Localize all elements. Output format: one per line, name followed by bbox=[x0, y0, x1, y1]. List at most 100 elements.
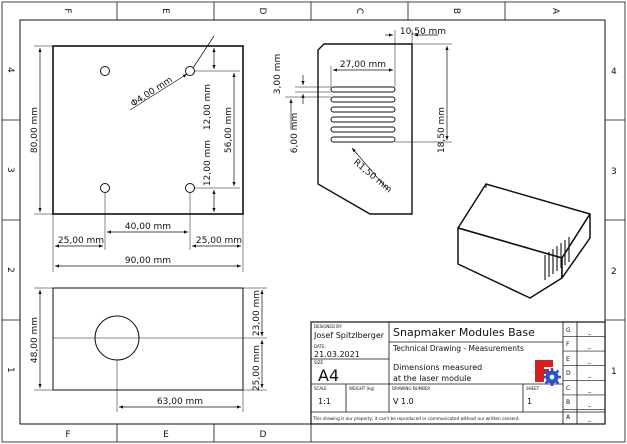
dimension-label: 90,00 mm bbox=[125, 256, 171, 266]
size-label: SIZE bbox=[314, 360, 323, 365]
dimension-label: 6,00 mm bbox=[290, 113, 300, 153]
dimension-label: Φ4,00 mm bbox=[129, 75, 174, 109]
zone-row-label: 2 bbox=[611, 267, 617, 277]
zone-row-label: 1 bbox=[5, 367, 15, 373]
drawing-subtitle: Technical Drawing - Measurements bbox=[392, 344, 524, 353]
company-logo bbox=[535, 360, 561, 386]
zone-col-label: C bbox=[354, 8, 364, 14]
revision-letter: B bbox=[566, 399, 570, 406]
iso-vent-slots bbox=[544, 237, 570, 280]
revision-rows bbox=[563, 336, 605, 410]
sheet-number: 1 bbox=[527, 397, 532, 406]
dimension-label: 25,00 mm bbox=[196, 236, 242, 246]
dimension-label: 40,00 mm bbox=[125, 222, 171, 232]
zone-row-label: 2 bbox=[5, 267, 15, 273]
front-view bbox=[34, 287, 267, 412]
front-view-dimension-labels: 48,00 mm 23,00 mm 25,00 mm 63,00 mm bbox=[30, 290, 262, 407]
top-view-dimension-labels: 90,00 mm 80,00 mm 40,00 mm 25,00 mm 25,0… bbox=[30, 75, 242, 266]
revision-letter: D bbox=[566, 370, 571, 377]
property-notice: This drawing is our property; it can't b… bbox=[312, 416, 520, 421]
zone-col-label: D bbox=[260, 430, 267, 440]
drawing-date: 21.03.2021 bbox=[314, 350, 360, 359]
side-view bbox=[285, 30, 452, 215]
isometric-view bbox=[457, 183, 591, 299]
vent-slot bbox=[330, 126, 396, 133]
dimension-label: 3,00 mm bbox=[273, 54, 283, 94]
zone-labels-top: F E D C B A bbox=[62, 8, 560, 15]
description-line-1: Dimensions measured bbox=[393, 363, 482, 372]
weight-label: WEIGHT (kg) bbox=[349, 386, 375, 391]
revision-value: _ bbox=[587, 371, 592, 378]
revision-table: G _ F _ E _ D _ C _ B _ A _ bbox=[566, 327, 592, 422]
zone-labels-bottom: F E D bbox=[65, 430, 266, 440]
zone-row-label: 3 bbox=[5, 167, 15, 173]
vent-slot bbox=[330, 136, 396, 143]
zone-row-label: 4 bbox=[611, 67, 617, 77]
dimension-label: 48,00 mm bbox=[30, 317, 40, 363]
dimension-label: 25,00 mm bbox=[58, 236, 104, 246]
drawing-number: V 1.0 bbox=[393, 397, 414, 406]
dimension-label: R1,50 mm bbox=[351, 158, 393, 196]
vent-slots bbox=[330, 86, 396, 143]
drawing-title: Snapmaker Modules Base bbox=[393, 326, 535, 339]
sheet-size: A4 bbox=[318, 366, 339, 385]
dimension-label: 80,00 mm bbox=[30, 107, 40, 153]
mounting-hole bbox=[185, 183, 195, 193]
iso-front-face bbox=[457, 227, 563, 299]
drawing-number-label: DRAWING NUMBER bbox=[392, 386, 430, 391]
dimension-label: 63,00 mm bbox=[157, 397, 203, 407]
front-view-outline bbox=[52, 287, 244, 391]
zone-col-label: F bbox=[65, 430, 70, 440]
designed-by-label: DESIGNED BY: bbox=[314, 324, 342, 329]
revision-letter: E bbox=[566, 356, 570, 363]
side-view-dimension-labels: 27,00 mm 10,50 mm 3,00 mm 6,00 mm 18,50 … bbox=[273, 27, 447, 195]
mounting-hole bbox=[100, 183, 110, 193]
top-view bbox=[34, 35, 244, 272]
revision-value: _ bbox=[587, 357, 592, 364]
title-block bbox=[310, 321, 606, 425]
sheet-label: SHEET bbox=[526, 386, 540, 391]
revision-letter: G bbox=[566, 327, 571, 334]
scale-value: 1:1 bbox=[318, 397, 331, 406]
zone-col-label: E bbox=[160, 8, 170, 14]
dimension-label: 10,50 mm bbox=[400, 27, 446, 37]
zone-col-label: F bbox=[62, 8, 72, 13]
zone-col-label: D bbox=[257, 8, 267, 15]
vent-slot bbox=[330, 116, 396, 123]
revision-letter: F bbox=[566, 341, 570, 348]
zone-row-label: 4 bbox=[5, 67, 15, 73]
dimension-label: 56,00 mm bbox=[224, 107, 234, 153]
vent-slot bbox=[330, 86, 396, 93]
revision-value: _ bbox=[587, 386, 592, 393]
top-view-plate-outline bbox=[52, 45, 244, 215]
date-label: DATE: bbox=[314, 344, 326, 349]
revision-value: _ bbox=[587, 415, 592, 422]
zone-labels-left: 4 3 2 1 bbox=[5, 67, 15, 373]
gear-icon bbox=[543, 368, 561, 386]
revision-letter: A bbox=[566, 414, 571, 421]
zone-row-label: 1 bbox=[611, 367, 617, 377]
revision-value: _ bbox=[587, 400, 592, 407]
description-line-2: at the laser module bbox=[393, 374, 471, 383]
dimension-label: 12,00 mm bbox=[203, 84, 213, 130]
zone-labels-right: 4 3 2 1 bbox=[611, 67, 617, 377]
revision-value: _ bbox=[587, 328, 592, 335]
mounting-hole bbox=[100, 66, 110, 76]
scale-label: SCALE bbox=[314, 386, 327, 391]
dimension-label: 23,00 mm bbox=[252, 290, 262, 336]
dimension-label: 27,00 mm bbox=[340, 60, 386, 70]
vent-slot bbox=[330, 96, 396, 103]
zone-col-label: A bbox=[550, 8, 560, 15]
dimension-label: 18,50 mm bbox=[437, 107, 447, 153]
dimension-label: 12,00 mm bbox=[203, 140, 213, 186]
zone-row-label: 3 bbox=[611, 167, 617, 177]
revision-value: _ bbox=[587, 342, 592, 349]
title-block-texts: DESIGNED BY: Josef Spitzlberger DATE: 21… bbox=[312, 324, 540, 421]
vent-slot bbox=[330, 106, 396, 113]
designer-name: Josef Spitzlberger bbox=[313, 331, 385, 340]
revision-letter: C bbox=[566, 385, 570, 392]
zone-col-label: B bbox=[451, 8, 461, 14]
zone-col-label: E bbox=[163, 430, 169, 440]
